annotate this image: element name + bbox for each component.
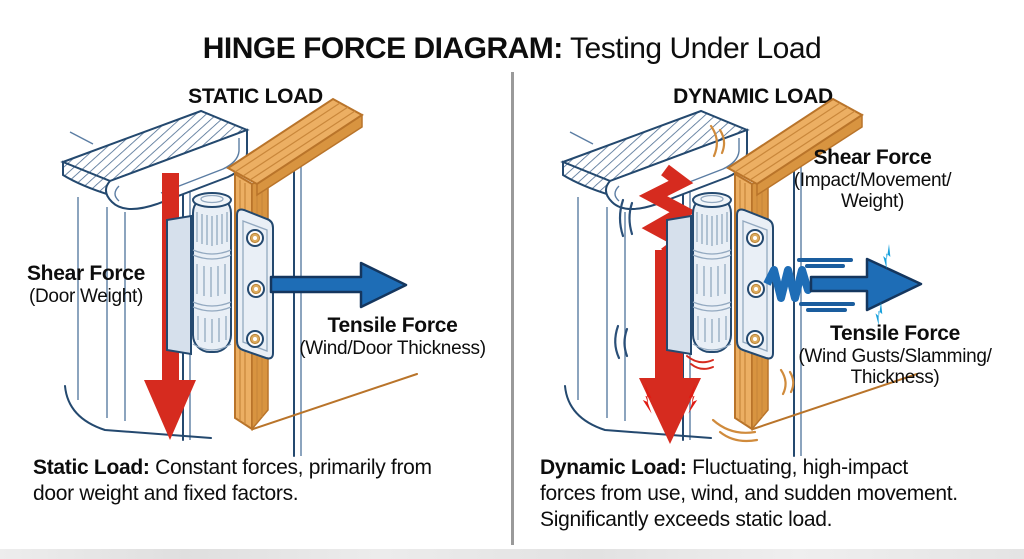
dynamic-load-caption-lead: Dynamic Load:: [540, 456, 687, 479]
tensile-force-label: Tensile Force (Wind/Door Thickness): [285, 314, 500, 359]
dynamic-load-header: DYNAMIC LOAD: [673, 85, 833, 109]
dynamic-load-illustration: [562, 98, 923, 457]
tensile-force-title: Tensile Force: [327, 314, 458, 337]
static-load-illustration: [62, 98, 418, 457]
shear-force-detail: (Door Weight): [28, 285, 143, 307]
fluctuating-tensile-arrow-icon: [763, 257, 923, 312]
shear-force-title: Shear Force: [813, 146, 932, 169]
tensile-force-title: Tensile Force: [830, 322, 960, 345]
shear-force-label: Shear Force (Impact/Movement/ Weight): [765, 146, 980, 212]
page-title-bold: HINGE FORCE DIAGRAM:: [202, 32, 564, 66]
dynamic-load-caption: Dynamic Load: Fluctuating, high-impact f…: [540, 455, 1022, 533]
static-load-caption-lead: Static Load:: [33, 456, 150, 479]
bottom-edge-artifact: [0, 549, 1024, 559]
shear-force-detail: (Impact/Movement/ Weight): [793, 169, 952, 212]
dynamic-load-panel: DYNAMIC LOAD: [513, 60, 1024, 559]
static-load-panel: STATIC LOAD: [0, 60, 511, 559]
hinge-graphic: [166, 192, 274, 360]
panel-divider: [511, 72, 514, 545]
page-title: HINGE FORCE DIAGRAM: Testing Under Load: [0, 32, 1024, 66]
hinge-graphic: [666, 192, 774, 360]
tensile-force-label: Tensile Force (Wind Gusts/Slamming/ Thic…: [775, 322, 1015, 388]
tensile-force-detail: (Wind Gusts/Slamming/ Thickness): [798, 345, 992, 388]
tensile-force-arrow-icon: [269, 261, 408, 309]
page-title-regular: Testing Under Load: [562, 32, 822, 66]
shear-force-label: Shear Force (Door Weight): [0, 262, 172, 307]
vibration-lines-icon: [614, 124, 795, 443]
static-load-caption: Static Load: Constant forces, primarily …: [33, 455, 503, 507]
dynamic-load-caption-body: Fluctuating, high-impact forces from use…: [540, 456, 958, 531]
shear-force-title: Shear Force: [26, 262, 146, 285]
static-load-caption-body: Constant forces, primarily from door wei…: [33, 456, 432, 505]
tensile-force-detail: (Wind/Door Thickness): [299, 337, 486, 359]
static-load-header: STATIC LOAD: [188, 85, 323, 109]
